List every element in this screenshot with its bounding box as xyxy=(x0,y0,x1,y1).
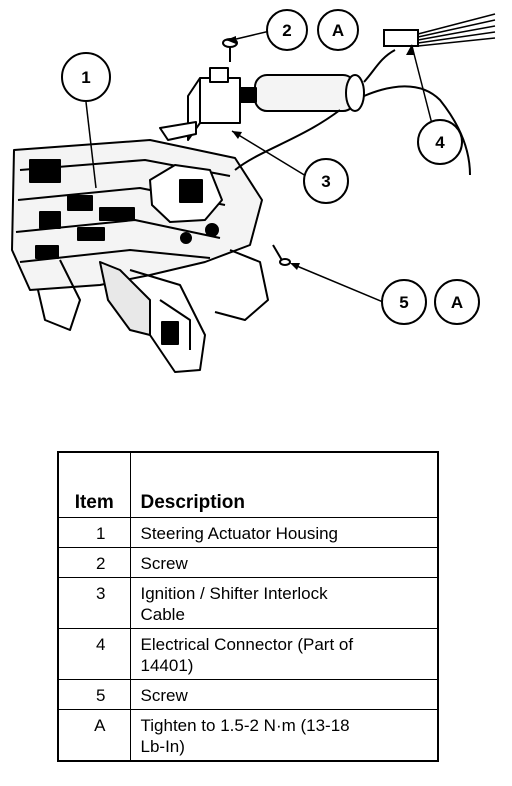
legend-header-row: Item Description xyxy=(57,451,439,518)
interlock-cable-drawing xyxy=(159,49,471,176)
legend-row: 5 Screw xyxy=(57,679,439,710)
parts-legend-table: Item Description 1 Steering Actuator Hou… xyxy=(57,451,439,762)
callout-5-label: 5 xyxy=(399,293,408,312)
description-line: Screw xyxy=(140,686,188,705)
item-description: Steering Actuator Housing xyxy=(129,517,439,548)
item-number: 2 xyxy=(57,547,131,578)
description-line: Steering Actuator Housing xyxy=(140,524,339,543)
callout-5-a-label: A xyxy=(451,293,463,312)
callout-5-a: A xyxy=(434,279,480,325)
description-column-header: Description xyxy=(129,451,439,518)
item-column-header: Item xyxy=(57,451,131,518)
callout-1-label: 1 xyxy=(81,68,90,87)
legend-row: 2 Screw xyxy=(57,547,439,578)
item-number: 5 xyxy=(57,679,131,710)
callout-2: 2 xyxy=(266,9,308,51)
callout-4-label: 4 xyxy=(435,133,445,152)
steering-actuator-housing-drawing xyxy=(11,139,269,373)
description-line: Tighten to 1.5-2 N·m (13-18 xyxy=(140,716,350,735)
item-description: Tighten to 1.5-2 N·m (13-18 Lb-In) xyxy=(129,709,439,762)
item-description: Screw xyxy=(129,679,439,710)
leader-lines xyxy=(85,30,433,303)
electrical-connector-drawing xyxy=(383,13,496,47)
callout-4: 4 xyxy=(417,119,463,165)
legend-row: 4 Electrical Connector (Part of 14401) xyxy=(57,628,439,680)
screw-5-drawing xyxy=(272,244,291,266)
legend-row: 1 Steering Actuator Housing xyxy=(57,517,439,548)
item-number: 3 xyxy=(57,577,131,629)
item-description: Screw xyxy=(129,547,439,578)
callout-2-a: A xyxy=(317,9,359,51)
description-line: Cable xyxy=(140,605,185,624)
legend-row: 3 Ignition / Shifter Interlock Cable xyxy=(57,577,439,629)
description-line: Electrical Connector (Part of xyxy=(140,635,354,654)
callout-1: 1 xyxy=(61,52,111,102)
exploded-view-illustration: 1 2 A 3 4 5 A xyxy=(11,9,496,373)
callout-3-label: 3 xyxy=(321,172,330,191)
callout-2-a-label: A xyxy=(332,21,344,40)
legend-row: A Tighten to 1.5-2 N·m (13-18 Lb-In) xyxy=(57,709,439,762)
callout-3: 3 xyxy=(303,158,349,204)
callout-2-label: 2 xyxy=(282,21,291,40)
item-number: A xyxy=(57,709,131,762)
item-number: 1 xyxy=(57,517,131,548)
callout-5: 5 xyxy=(381,279,427,325)
description-line: 14401) xyxy=(140,656,194,675)
item-number: 4 xyxy=(57,628,131,680)
item-description: Ignition / Shifter Interlock Cable xyxy=(129,577,439,629)
description-line: Ignition / Shifter Interlock xyxy=(140,584,328,603)
description-line: Screw xyxy=(140,554,188,573)
leader-arrowheads xyxy=(226,36,414,270)
description-line: Lb-In) xyxy=(140,737,185,756)
item-description: Electrical Connector (Part of 14401) xyxy=(129,628,439,680)
